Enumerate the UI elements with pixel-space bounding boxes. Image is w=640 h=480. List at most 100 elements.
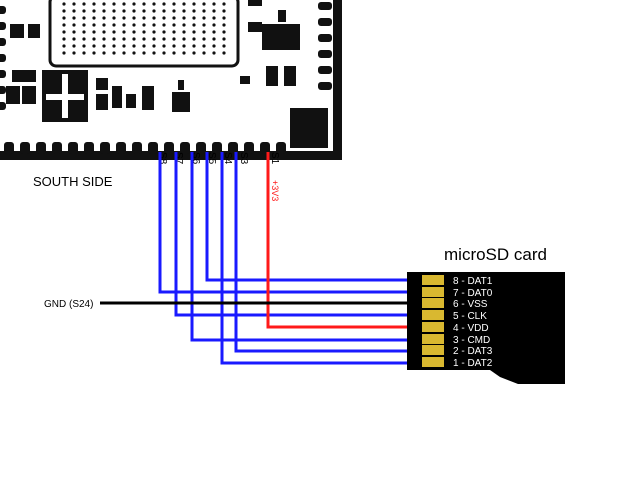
shield-dot: [92, 2, 96, 6]
south-pad: [148, 142, 158, 154]
shield-dot: [112, 16, 116, 20]
south-pad: [52, 142, 62, 154]
shield-dot: [92, 37, 96, 41]
south-pad: [68, 142, 78, 154]
south-pad: [180, 142, 190, 154]
shield-dot: [162, 2, 166, 6]
shield-dot: [212, 9, 216, 13]
shield-dot: [102, 23, 106, 27]
shield-dot: [222, 37, 226, 41]
components: [6, 0, 328, 148]
card-contact-4: [422, 322, 444, 332]
south-pad: [228, 142, 238, 154]
shield-dot: [192, 23, 196, 27]
south-pad: [100, 142, 110, 154]
shield-dot: [92, 44, 96, 48]
shield-dot: [102, 37, 106, 41]
shield-dot: [212, 16, 216, 20]
shield-dot: [102, 30, 106, 34]
shield-dot: [192, 51, 196, 55]
shield-dot: [162, 23, 166, 27]
shield-dot: [212, 23, 216, 27]
south-pad: [20, 142, 30, 154]
south-side-label: SOUTH SIDE: [33, 174, 113, 189]
shield-dot: [72, 30, 76, 34]
shield-dot: [182, 51, 186, 55]
shield-dot: [222, 2, 226, 6]
shield-dot: [212, 44, 216, 48]
pin-label-s1: S1: [269, 152, 280, 165]
card-contact-8: [422, 275, 444, 285]
shield-dot: [92, 16, 96, 20]
shield-dot: [192, 30, 196, 34]
shield-dot: [142, 23, 146, 27]
shield-dot: [202, 51, 206, 55]
shield-dot: [62, 2, 66, 6]
shield-dot: [102, 16, 106, 20]
shield-dot: [72, 2, 76, 6]
shield-dot: [122, 16, 126, 20]
wire-s8-dat0: [158, 152, 426, 294]
card-pin-label-6: 6 - VSS: [453, 299, 488, 310]
shield-dot: [172, 30, 176, 34]
shield-dot: [222, 16, 226, 20]
shield-dot: [222, 9, 226, 13]
shield-dot: [222, 23, 226, 27]
supply-label: +3V3: [270, 180, 280, 201]
shield-dot: [132, 44, 136, 48]
shield-dot: [82, 23, 86, 27]
shield-dot: [82, 2, 86, 6]
shield-dot: [192, 44, 196, 48]
shield-dot: [132, 2, 136, 6]
card-pin-label-2: 2 - DAT3: [453, 346, 493, 357]
shield-dot: [152, 51, 156, 55]
shield-dot: [222, 51, 226, 55]
shield-dot: [92, 9, 96, 13]
pin-label-s6: S6: [190, 152, 201, 165]
shield-dot: [212, 2, 216, 6]
shield-dot: [142, 37, 146, 41]
shield-dot: [182, 37, 186, 41]
shield-dot: [82, 9, 86, 13]
card-pin-label-5: 5 - CLK: [453, 311, 487, 322]
card-title: microSD card: [444, 245, 547, 264]
shield-dot: [212, 37, 216, 41]
shield-dot: [132, 30, 136, 34]
pin-label-s7: S7: [173, 152, 184, 165]
shield-dot: [72, 16, 76, 20]
shield-dot: [202, 37, 206, 41]
shield-dot: [112, 44, 116, 48]
shield-dot: [152, 16, 156, 20]
wire-s6-cmd: [190, 152, 426, 342]
shield-dot: [72, 51, 76, 55]
shield-dot: [132, 9, 136, 13]
card-contact-2: [422, 345, 444, 355]
shield-dot: [82, 30, 86, 34]
card-pin-label-1: 1 - DAT2: [453, 358, 493, 369]
shield-dot: [62, 51, 66, 55]
card-pin-label-4: 4 - VDD: [453, 323, 489, 334]
shield-dot: [72, 37, 76, 41]
south-pad: [244, 142, 254, 154]
shield-dot: [202, 9, 206, 13]
shield-dot: [62, 23, 66, 27]
shield-dot: [62, 16, 66, 20]
east-pads: [318, 2, 332, 90]
shield-dot: [212, 30, 216, 34]
card-pin-label-3: 3 - CMD: [453, 335, 490, 346]
wire-s1-vdd: [266, 152, 426, 329]
shield-dot: [152, 23, 156, 27]
shield-dot: [222, 30, 226, 34]
shield-dot: [122, 37, 126, 41]
south-pad: [4, 142, 14, 154]
shield-dot: [132, 37, 136, 41]
shield-dot: [172, 2, 176, 6]
card-contacts: [422, 275, 444, 367]
shield-dot: [182, 16, 186, 20]
card-contact-3: [422, 334, 444, 344]
shield-dot: [202, 44, 206, 48]
card-contact-6: [422, 298, 444, 308]
pin-label-s5: S5: [206, 152, 217, 165]
shield-dot: [62, 30, 66, 34]
